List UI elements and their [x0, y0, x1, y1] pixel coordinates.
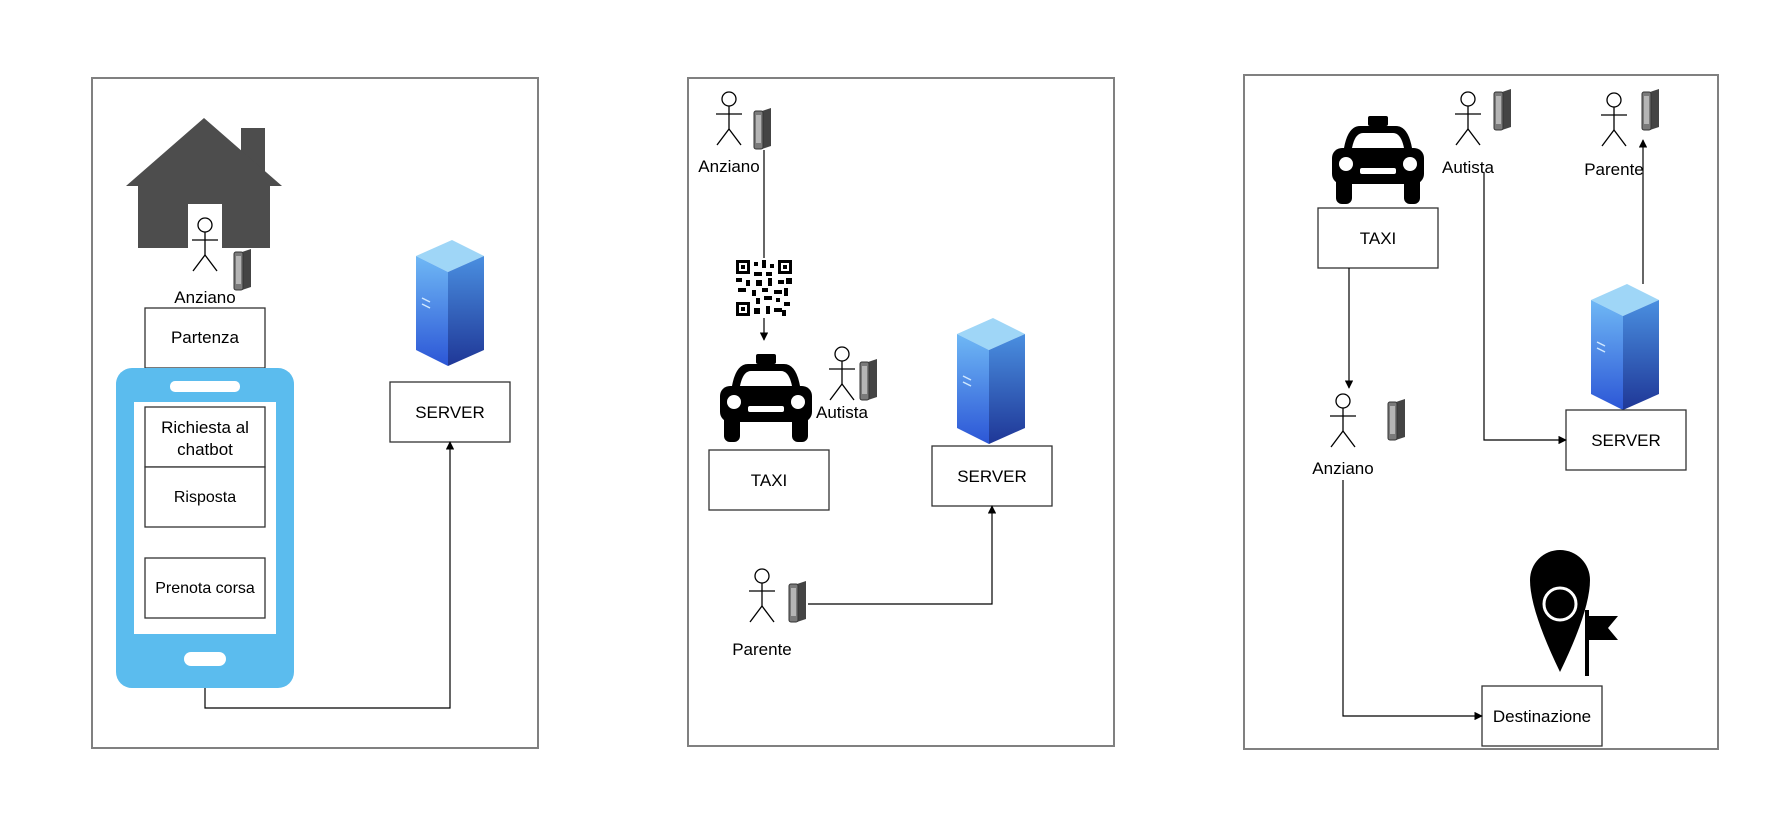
phone-to-server-arrow: [204, 441, 455, 709]
location-flag-icon: [1530, 550, 1618, 676]
panel-1: Anziano Partenza Richiesta al chatbot Ri…: [91, 77, 539, 749]
taxi-label: TAXI: [1360, 229, 1397, 248]
elder-mobile-icon: [233, 248, 252, 291]
elder-label: Anziano: [174, 288, 235, 307]
elder-mobile-icon: [1387, 398, 1406, 441]
relative-label: Parente: [1584, 160, 1644, 179]
taxi-label: TAXI: [751, 471, 788, 490]
elder-to-destination-arrow: [1342, 480, 1483, 721]
chatbot-request-label-line2: chatbot: [177, 440, 233, 459]
elder-label: Anziano: [1312, 459, 1373, 478]
chatbot-request-box: [144, 406, 266, 468]
server-icon: [1590, 283, 1660, 411]
driver-label: Autista: [816, 403, 869, 422]
taxi-box: [708, 449, 830, 511]
relative-label: Parente: [732, 640, 792, 659]
server-icon: [415, 239, 485, 367]
driver-label: Autista: [1442, 158, 1495, 177]
server-box: [389, 381, 511, 443]
relative-to-server-arrow: [808, 505, 997, 605]
driver-mobile-icon: [859, 358, 878, 401]
driver-to-server-arrow: [1483, 172, 1567, 445]
panel-3: TAXI Autista Parente SERVER Anziano Dest…: [1243, 74, 1719, 750]
response-box: [144, 466, 266, 528]
server-label: SERVER: [415, 403, 485, 422]
relative-mobile-icon: [788, 580, 807, 623]
destination-label: Destinazione: [1493, 707, 1591, 726]
server-box: [931, 445, 1053, 507]
response-label: Risposta: [174, 489, 236, 506]
taxi-box: [1317, 207, 1439, 269]
book-ride-label: Prenota corsa: [155, 580, 255, 597]
server-label: SERVER: [957, 467, 1027, 486]
panel-2: Anziano Autista TAXI SERVER: [687, 77, 1115, 747]
destination-box: [1481, 685, 1603, 747]
departure-box: [144, 307, 266, 369]
departure-label: Partenza: [171, 328, 240, 347]
relative-mobile-icon: [1641, 88, 1660, 131]
driver-mobile-icon: [1493, 88, 1512, 131]
chatbot-request-label-line1: Richiesta al: [161, 418, 249, 437]
book-ride-box: [144, 557, 266, 619]
qr-code-icon: [736, 260, 792, 316]
house-icon: [126, 118, 282, 248]
elder-label: Anziano: [698, 157, 759, 176]
server-icon: [956, 317, 1026, 445]
server-label: SERVER: [1591, 431, 1661, 450]
server-box: [1565, 409, 1687, 471]
elder-mobile-icon: [753, 107, 772, 150]
